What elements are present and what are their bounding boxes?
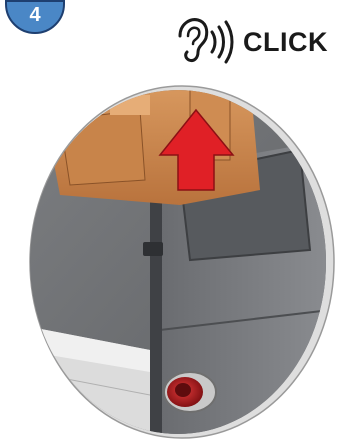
detail-view (0, 0, 338, 446)
